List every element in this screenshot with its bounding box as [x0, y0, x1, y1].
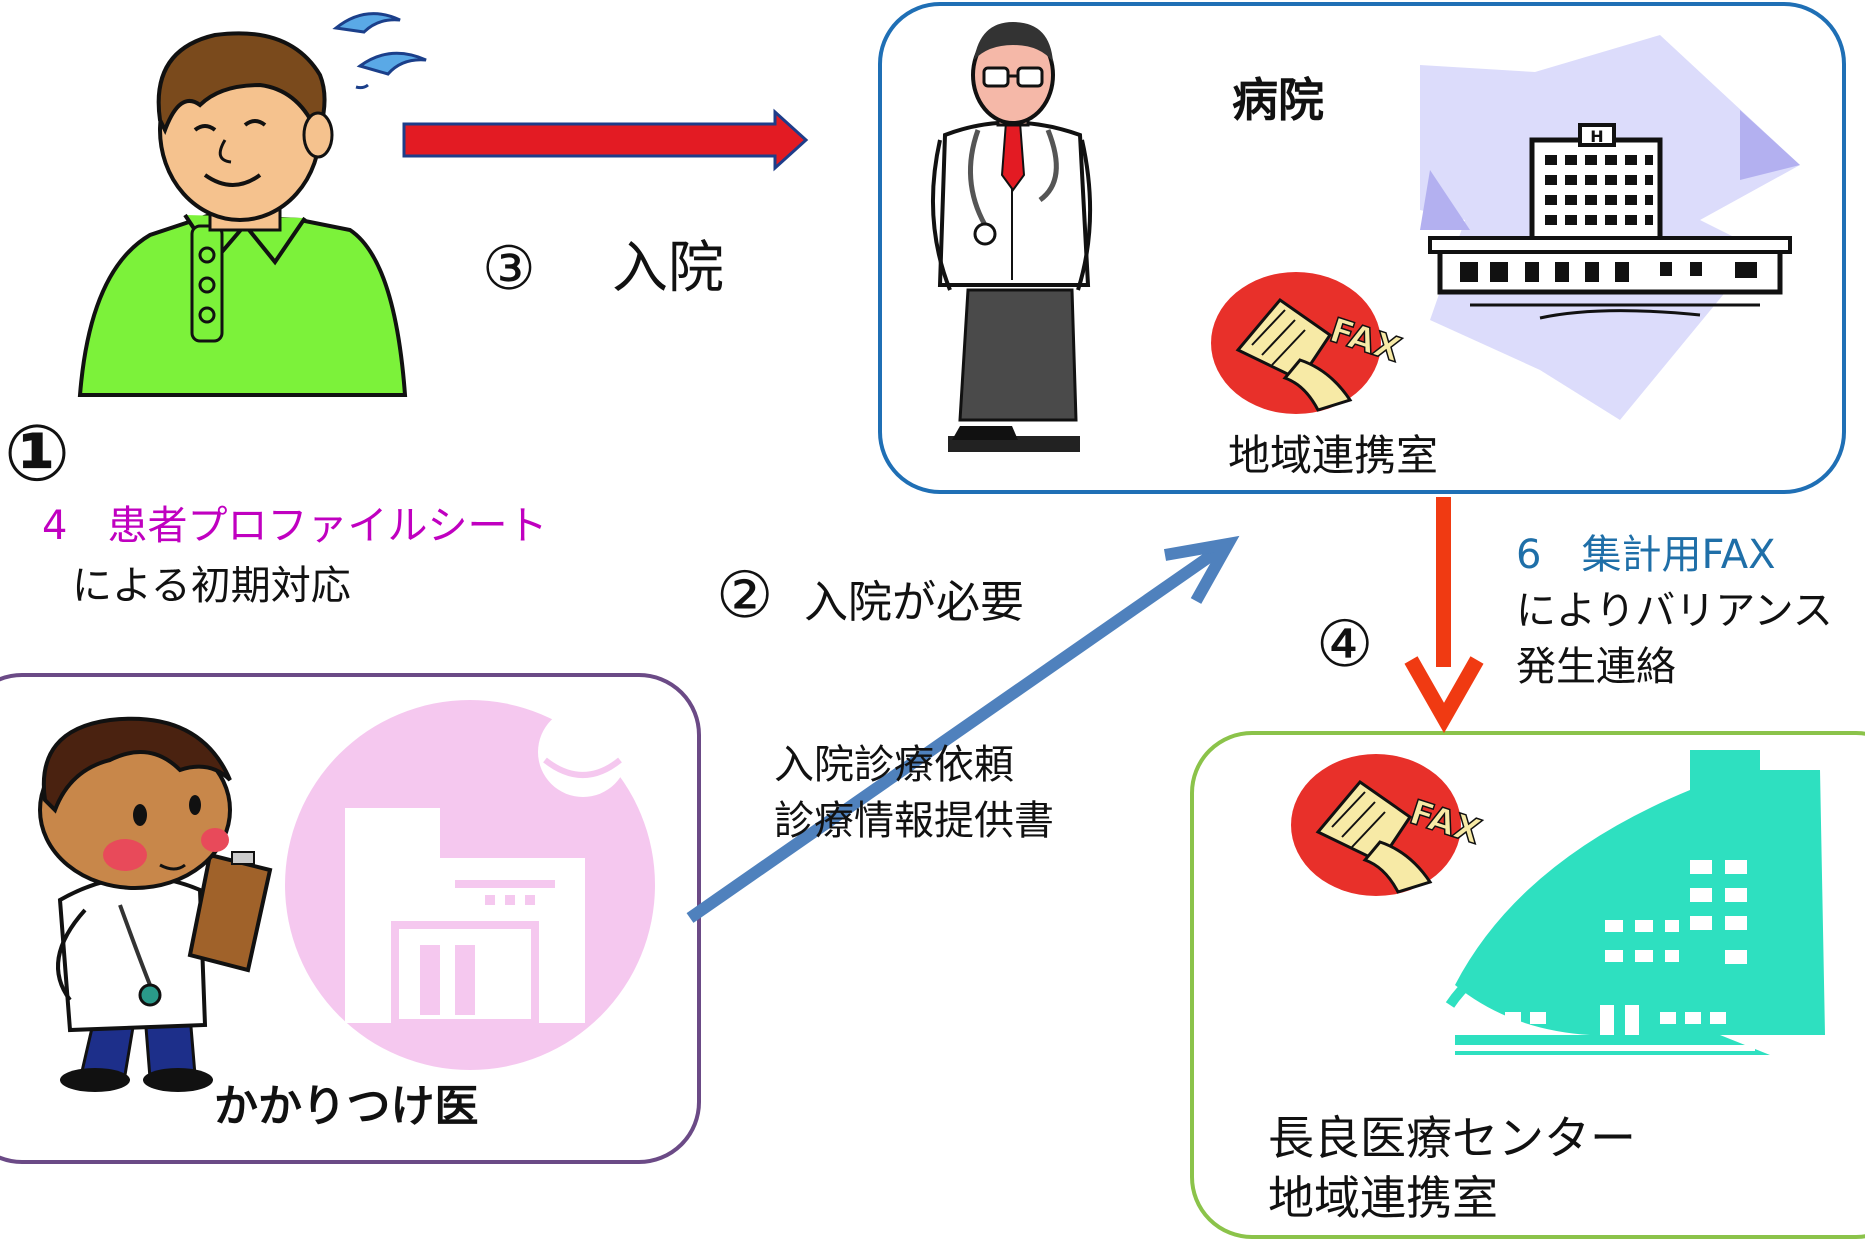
variance-label-line2: 発生連絡 — [1516, 644, 1676, 690]
step-1-marker: ① — [4, 409, 71, 499]
fax-icon: FAX — [1291, 754, 1486, 896]
patient-illustration — [77, 12, 427, 397]
center-name-label: 長良医療センター — [1268, 1111, 1636, 1165]
referral-arrow — [686, 535, 1240, 923]
wing-windows — [1460, 262, 1757, 282]
center-windows — [1455, 860, 1755, 1051]
hospital-liaison-office-label: 地域連携室 — [1228, 431, 1439, 480]
admission-label: 入院 — [612, 236, 724, 301]
clinic-doctor-illustration — [38, 716, 273, 1092]
admission-needed-label: 入院が必要 — [804, 577, 1024, 628]
patient-profile-sheet-label: 4 患者プロファイルシート — [42, 503, 548, 549]
variance-report-arrow — [1404, 497, 1484, 734]
building-sign-text: H — [1590, 127, 1603, 146]
initial-response-label: による初期対応 — [72, 563, 351, 609]
variance-label-line1: によりバリアンス — [1516, 588, 1833, 634]
admission-arrow — [402, 108, 809, 172]
step-4-marker: ④ — [1316, 608, 1374, 682]
hospital-title: 病院 — [1232, 73, 1324, 127]
sweat-drops-icon — [332, 12, 427, 90]
center-liaison-office-label: 地域連携室 — [1268, 1171, 1498, 1225]
step-3-marker: ③ — [482, 234, 536, 304]
clinic-building-illustration — [285, 700, 655, 1070]
hospital-doctor-illustration — [930, 22, 1093, 452]
hospital-building-illustration: H — [1420, 35, 1800, 420]
center-building-illustration — [1445, 750, 1825, 1055]
step-2-marker: ② — [716, 559, 774, 633]
tally-fax-label: 6 集計用FAX — [1516, 532, 1776, 578]
tower-windows — [1545, 155, 1653, 225]
fax-icon: FAX — [1211, 272, 1406, 414]
referral-request-label: 入院診療依頼 — [774, 742, 1014, 788]
medical-info-document-label: 診療情報提供書 — [774, 798, 1054, 844]
center-box — [1190, 731, 1865, 1239]
hospital-box — [878, 2, 1846, 494]
clinic-title: かかりつけ医 — [214, 1081, 479, 1132]
